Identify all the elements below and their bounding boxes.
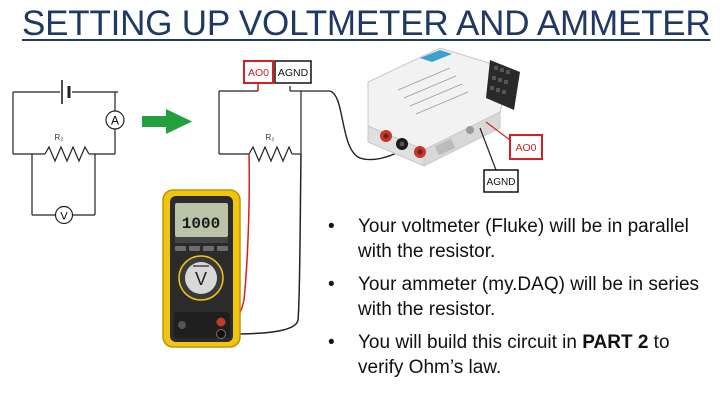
bullet-list: Your voltmeter (Fluke) will be in parall… [326,214,714,388]
voltmeter-label: V [60,211,68,223]
mydaq-device [367,47,520,167]
bullet-voltmeter: Your voltmeter (Fluke) will be in parall… [326,214,714,264]
ao0-callout-top: AO0 [243,60,274,84]
multimeter-mode-label: V [195,269,207,289]
agnd-callout-device: AGND [483,169,519,193]
agnd-label-device: AGND [487,177,516,188]
wire-agnd-to-daq [329,90,403,161]
resistor-icon-right [248,145,293,163]
resistor-label-right: R₂ [266,133,275,142]
bullet-part2: You will build this circuit in PART 2 to… [326,330,714,380]
bullet-part2-text-after: to verify Ohm’s law. [358,332,670,378]
multimeter-device: 1000 V [162,189,241,348]
resistor-label-left: R₂ [55,133,64,142]
wire-daq-ao0 [485,121,511,141]
resistor-icon [44,145,90,163]
bullet-part2-bold: PART 2 [582,332,649,353]
bullet-ammeter: Your ammeter (my.DAQ) will be in series … [326,272,714,322]
battery-icon [13,80,118,104]
schematic-left [12,80,118,216]
wire-daq-agnd [479,127,497,171]
lead-black [227,153,302,335]
bullet-part2-text-before: You will build this circuit in [358,332,583,353]
ammeter-label: A [111,114,119,128]
voltmeter-icon: V [54,205,74,225]
ao0-callout-device: AO0 [509,134,543,160]
multimeter-display: 1000 [182,215,220,233]
slide-title: SETTING UP VOLTMETER AND AMMETER [22,4,711,43]
agnd-label-top: AGND [278,67,309,79]
agnd-callout-top: AGND [274,60,312,84]
ammeter-icon: A [105,110,125,130]
schematic-right [218,86,302,163]
ao0-label-device: AO0 [515,142,536,154]
ao0-label-top: AO0 [248,67,269,79]
arrow-right-icon [142,109,192,134]
